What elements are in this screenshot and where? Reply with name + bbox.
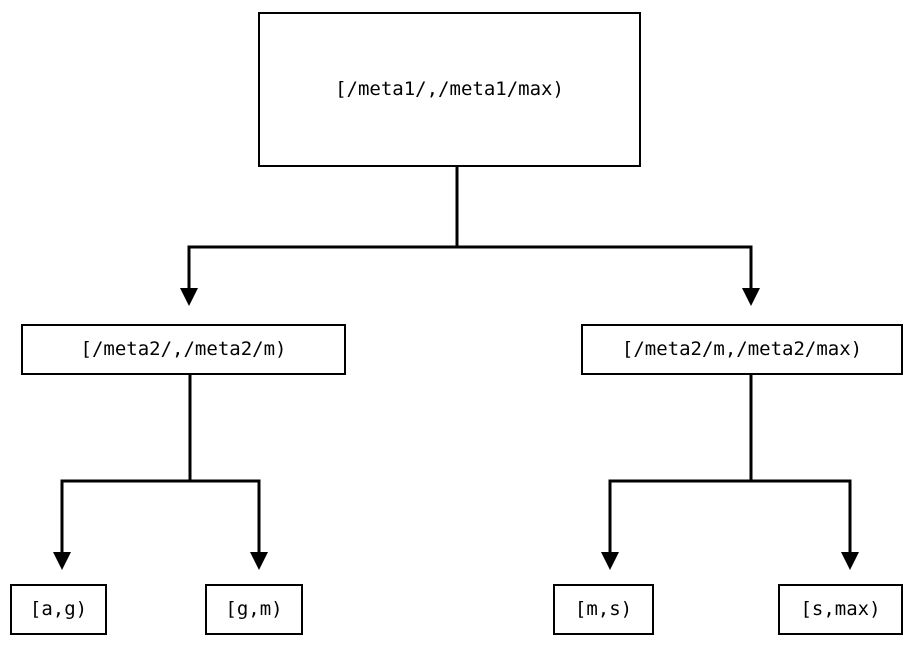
node-mid-right-label: [/meta2/m,/meta2/max) bbox=[621, 338, 863, 360]
arrowhead-mid-left bbox=[180, 288, 198, 306]
node-leaf-m-s-label: [m,s) bbox=[574, 598, 633, 620]
node-mid-right[interactable]: [/meta2/m,/meta2/max) bbox=[581, 324, 903, 375]
node-leaf-g-m-label: [g,m) bbox=[225, 598, 283, 620]
node-leaf-a-g[interactable]: [a,g) bbox=[10, 584, 107, 635]
edge-mid-right-to-leaves bbox=[608, 374, 852, 553]
node-leaf-s-max-label: [s,max) bbox=[800, 598, 881, 620]
node-mid-left-label: [/meta2/,/meta2/m) bbox=[80, 338, 287, 360]
arrowhead-leaf-m-s bbox=[601, 552, 619, 570]
node-root-label: [/meta1/,/meta1/max) bbox=[335, 78, 564, 100]
node-leaf-s-max[interactable]: [s,max) bbox=[778, 584, 903, 635]
node-mid-left[interactable]: [/meta2/,/meta2/m) bbox=[21, 324, 346, 375]
arrowhead-leaf-a-g bbox=[53, 552, 71, 570]
arrowhead-leaf-g-m bbox=[250, 552, 268, 570]
node-root[interactable]: [/meta1/,/meta1/max) bbox=[258, 12, 641, 167]
node-leaf-m-s[interactable]: [m,s) bbox=[553, 584, 654, 635]
edge-root-to-children bbox=[187, 166, 753, 289]
node-leaf-g-m[interactable]: [g,m) bbox=[205, 584, 303, 635]
edge-mid-left-to-leaves bbox=[60, 374, 261, 553]
node-leaf-a-g-label: [a,g) bbox=[29, 598, 88, 620]
arrowhead-mid-right bbox=[742, 288, 760, 306]
arrowhead-leaf-s-max bbox=[841, 552, 859, 570]
